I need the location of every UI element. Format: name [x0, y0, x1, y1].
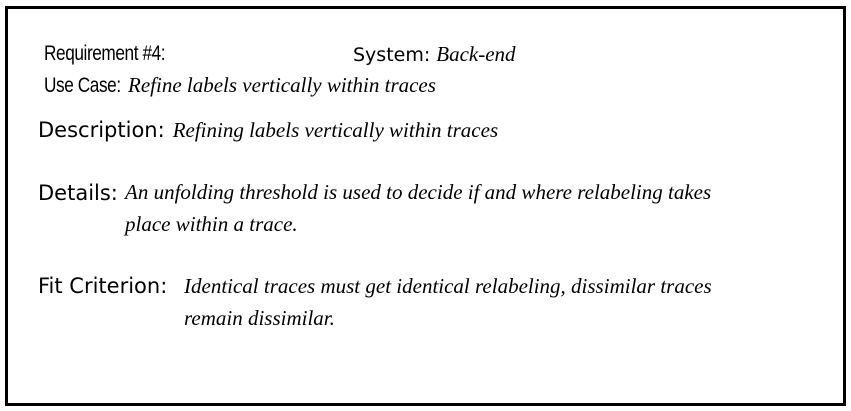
use-case-label: Use Case: — [44, 74, 121, 98]
requirement-card — [5, 6, 846, 406]
fit-criterion-text: Identical traces must get identical rela… — [184, 270, 712, 334]
use-case-row: Use Case: Refine labels vertically withi… — [44, 73, 436, 98]
fit-criterion-line: remain dissimilar. — [184, 306, 335, 330]
requirement-label: Requirement #4: — [44, 42, 166, 65]
fit-criterion-line: Identical traces must get identical rela… — [184, 274, 712, 298]
details-line: An unfolding threshold is used to decide… — [125, 180, 712, 204]
details-row: Details: — [38, 181, 118, 205]
details-text: An unfolding threshold is used to decide… — [125, 176, 711, 240]
requirement-row: Requirement #4: — [44, 42, 192, 66]
fit-criterion-label: Fit Criterion: — [38, 274, 168, 298]
details-label: Details: — [38, 181, 118, 205]
system-value: Back-end — [436, 42, 516, 66]
use-case-label-text: Use Case: — [44, 74, 121, 97]
description-label: Description: — [38, 118, 165, 142]
fit-criterion-row: Fit Criterion: — [38, 274, 167, 298]
description-value: Refining labels vertically within traces — [172, 118, 499, 142]
details-line: place within a trace. — [125, 212, 298, 236]
description-row: Description: Refining labels vertically … — [38, 118, 498, 143]
system-label: System: — [353, 44, 431, 66]
system-row: System: Back-end — [353, 42, 516, 67]
use-case-value: Refine labels vertically within traces — [128, 73, 436, 97]
